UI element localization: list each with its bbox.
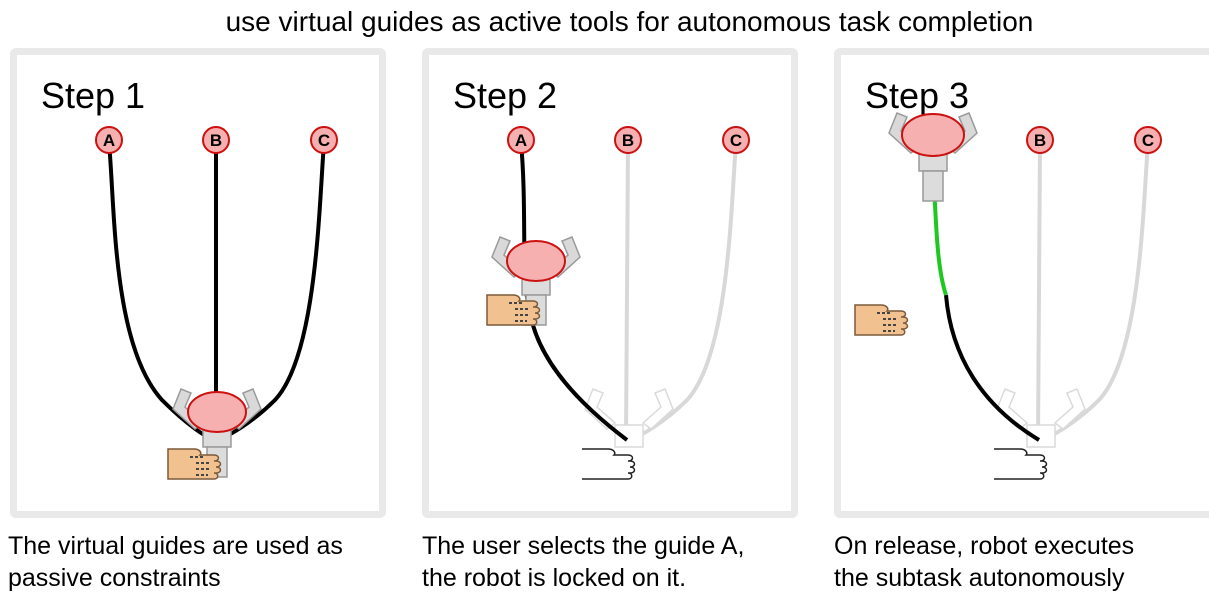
svg-text:C: C — [1142, 131, 1154, 150]
hand-ghost-icon — [581, 448, 636, 480]
caption-step-2: The user selects the guide A, the robot … — [422, 532, 745, 592]
gripper-target — [187, 391, 247, 433]
gripper-target — [901, 113, 965, 157]
svg-text:B: B — [210, 131, 222, 150]
guide-c — [628, 142, 738, 442]
caption-step-1: The virtual guides are used as passive c… — [8, 532, 343, 592]
caption-step-3: On release, robot executes the subtask a… — [834, 532, 1135, 592]
guide-a — [107, 142, 216, 442]
step-2-diagram: A B C — [486, 126, 750, 480]
guide-c — [1040, 142, 1150, 442]
step-3-diagram: B C — [854, 112, 1162, 480]
node-a: A — [95, 126, 123, 154]
figure-title: use virtual guides as active tools for a… — [225, 6, 1034, 37]
panel-step-3: Step 3 B C — [834, 48, 1209, 518]
node-b: B — [1026, 126, 1054, 154]
step-label: Step 3 — [865, 75, 970, 116]
panel-step-2: Step 2 A B C — [422, 48, 798, 518]
svg-text:C: C — [318, 131, 330, 150]
guide-a-remaining — [944, 294, 1041, 442]
panel-step-1: Step 1 A B C — [10, 48, 386, 518]
svg-text:A: A — [103, 131, 115, 150]
step-label: Step 1 — [41, 75, 146, 116]
node-a: A — [507, 126, 535, 154]
svg-text:B: B — [622, 131, 634, 150]
step-label: Step 2 — [453, 75, 558, 116]
svg-text:A: A — [515, 131, 527, 150]
guide-b — [1036, 142, 1042, 441]
node-c: C — [310, 126, 338, 154]
svg-text:C: C — [730, 131, 742, 150]
hand-ghost-icon — [993, 448, 1048, 480]
node-c: C — [1134, 126, 1162, 154]
hand-icon — [854, 304, 909, 336]
guide-b — [624, 142, 630, 441]
node-b: B — [202, 126, 230, 154]
svg-text:B: B — [1034, 131, 1046, 150]
guide-c — [216, 142, 326, 442]
gripper-target — [506, 240, 566, 282]
node-b: B — [614, 126, 642, 154]
node-c: C — [722, 126, 750, 154]
step-1-diagram: A B C — [95, 126, 338, 480]
